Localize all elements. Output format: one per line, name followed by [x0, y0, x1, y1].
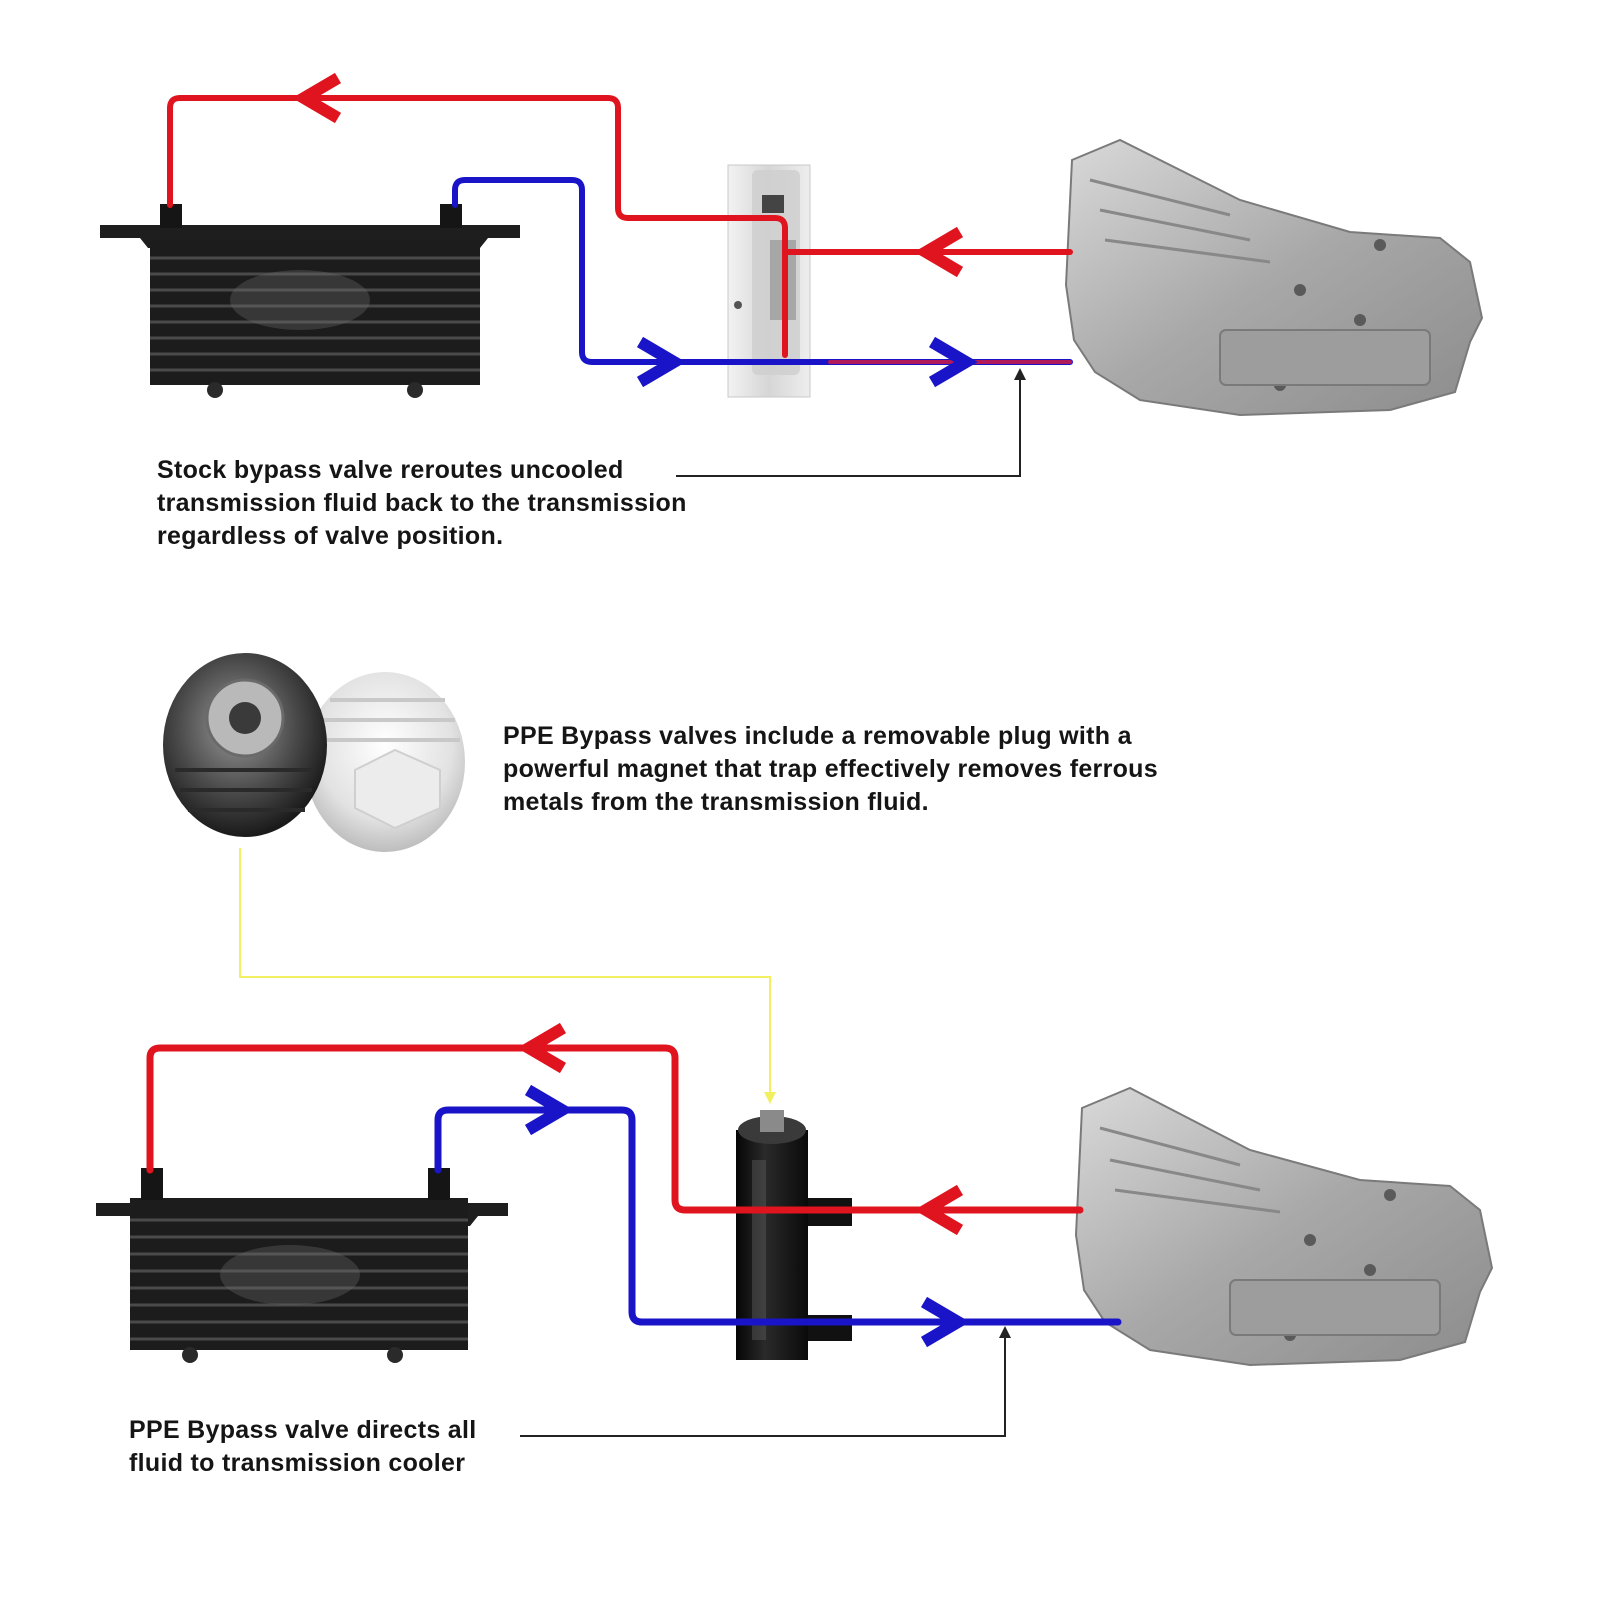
- chevron-arrow-icon: [292, 72, 342, 124]
- caption-line: transmission fluid back to the transmiss…: [157, 489, 687, 517]
- ppe-callout-line: [520, 1332, 1006, 1437]
- chevron-arrow-icon: [920, 1296, 970, 1348]
- chevron-arrow-icon: [928, 336, 978, 388]
- caption-line: regardless of valve position.: [157, 522, 504, 550]
- ppe-bypass-caption: PPE Bypass valve directs all fluid to tr…: [129, 1414, 477, 1480]
- stock-callout-line: [676, 375, 1021, 477]
- chevron-arrow-icon: [914, 1184, 964, 1236]
- chevron-arrow-icon: [517, 1022, 567, 1074]
- caption-line: PPE Bypass valves include a removable pl…: [503, 722, 1132, 750]
- caption-line: PPE Bypass valve directs all: [129, 1416, 477, 1444]
- transmission-icon: [1064, 138, 1484, 417]
- callout-arrowhead: [1014, 368, 1026, 380]
- callout-arrowhead: [999, 1326, 1011, 1338]
- ppe-system: [96, 1022, 1494, 1437]
- chevron-arrow-icon: [524, 1084, 574, 1136]
- magnet-plug-caption: PPE Bypass valves include a removable pl…: [503, 720, 1158, 819]
- caption-line: Stock bypass valve reroutes uncooled: [157, 456, 624, 484]
- magnetic-drain-plug-icon: [163, 653, 465, 852]
- callout-arrowhead: [764, 1092, 776, 1104]
- oil-cooler-icon: [100, 204, 520, 398]
- hot-return-line: [167, 95, 788, 358]
- hot-return-line: [146, 1044, 1084, 1214]
- stock-system: [100, 72, 1484, 477]
- chevron-arrow-icon: [636, 336, 686, 388]
- stock-bypass-caption: Stock bypass valve reroutes uncooled tra…: [157, 454, 687, 553]
- chevron-arrow-icon: [914, 226, 964, 278]
- caption-line: metals from the transmission fluid.: [503, 788, 929, 816]
- cool-feed-line: [434, 1106, 1122, 1326]
- caption-line: powerful magnet that trap effectively re…: [503, 755, 1158, 783]
- oil-cooler-icon: [96, 1168, 508, 1363]
- cool-feed-line: [452, 177, 1073, 365]
- caption-line: fluid to transmission cooler: [129, 1449, 466, 1477]
- magnet-callout-line: [239, 848, 771, 1095]
- transmission-icon: [1074, 1086, 1494, 1367]
